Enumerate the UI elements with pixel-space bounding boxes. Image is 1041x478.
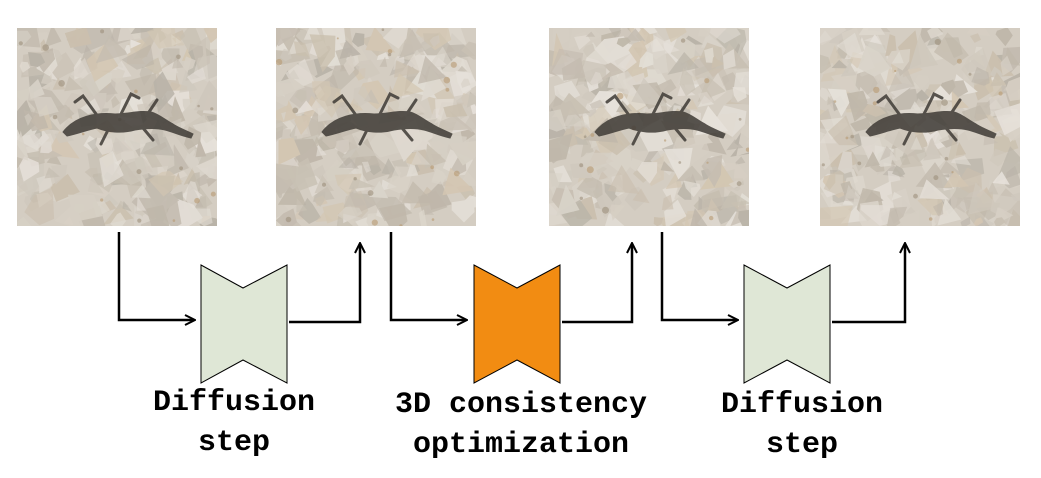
block-2-caption-line1: 3D consistency: [394, 388, 648, 422]
output-arrow-2: [562, 244, 632, 324]
block-1-caption: Diffusion step: [104, 383, 364, 463]
noisy-lizard-image-4: [820, 28, 1020, 226]
noisy-lizard-image-2: [276, 28, 476, 226]
diffusion-block-2: [743, 264, 831, 384]
diffusion-block-1: [200, 264, 288, 384]
output-arrow-3: [832, 244, 905, 324]
block-2-caption: 3D consistency optimization: [362, 385, 680, 465]
block-1-caption-line2: step: [197, 426, 270, 460]
block-3-caption-line1: Diffusion: [720, 388, 884, 422]
input-arrow-3: [660, 232, 737, 320]
block-3-caption: Diffusion step: [672, 385, 932, 465]
block-1-caption-line1: Diffusion: [152, 386, 316, 420]
optimization-block: [473, 264, 561, 384]
noisy-lizard-image-3: [549, 28, 749, 226]
output-arrow-1: [289, 244, 360, 324]
noisy-lizard-image-1: [17, 28, 217, 226]
block-2-caption-line2: optimization: [412, 428, 630, 462]
block-3-caption-line2: step: [765, 428, 838, 462]
input-arrow-1: [117, 232, 194, 320]
input-arrow-2: [389, 232, 466, 320]
